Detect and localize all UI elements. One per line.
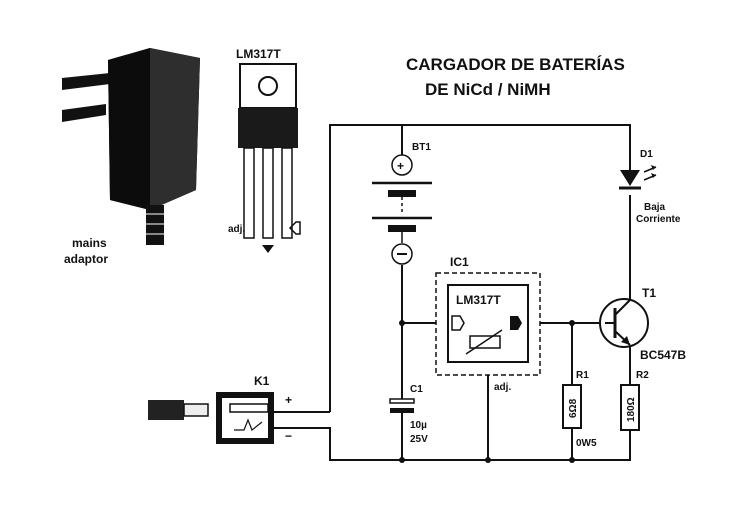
capacitor-icon xyxy=(389,398,415,413)
mains-adaptor-icon xyxy=(40,48,239,420)
battery-icon: + xyxy=(372,154,432,265)
bt1-label: BT1 xyxy=(412,142,431,153)
lm317t-adj-label: adj. xyxy=(228,224,245,235)
junction-dot xyxy=(485,457,491,463)
led-icon xyxy=(619,165,657,190)
dc-jack-icon xyxy=(216,392,274,444)
d1-note-1: Baja xyxy=(644,202,666,213)
r2-label: R2 xyxy=(636,370,649,381)
c1-label: C1 xyxy=(410,384,423,395)
resistor-icon xyxy=(562,384,582,429)
svg-text:+: + xyxy=(397,159,404,173)
ic1-label: IC1 xyxy=(450,255,469,269)
plus-label: + xyxy=(285,393,292,407)
t1-label: T1 xyxy=(642,286,656,300)
wire-top-rail xyxy=(329,124,631,412)
lm317t-package-icon xyxy=(238,63,298,239)
r1-power: 0W5 xyxy=(576,438,597,449)
resistor-icon xyxy=(620,384,640,431)
mains-label-1: mains xyxy=(72,236,107,250)
lm317t-package-label: LM317T xyxy=(236,47,281,61)
d1-note-2: Corriente xyxy=(636,214,681,225)
ground-arrow-icon xyxy=(262,245,274,253)
junction-dot xyxy=(399,320,405,326)
c1-value-2: 25V xyxy=(410,434,428,445)
output-arrow-icon xyxy=(288,221,301,235)
r2-value: 180Ω xyxy=(626,397,637,422)
r1-label: R1 xyxy=(576,370,589,381)
mains-label-2: adaptor xyxy=(64,252,108,266)
junction-dot xyxy=(569,320,575,326)
k1-label: K1 xyxy=(254,374,270,388)
ic1-part-label: LM317T xyxy=(456,293,501,307)
title-line-1: CARGADOR DE BATERÍAS xyxy=(406,55,625,74)
minus-label: − xyxy=(285,429,292,443)
d1-label: D1 xyxy=(640,149,653,160)
wire-bottom-rail xyxy=(274,427,631,461)
title-line-2: DE NiCd / NiMH xyxy=(425,80,551,99)
ic1-adj-label: adj. xyxy=(494,382,511,393)
junction-dot xyxy=(399,457,405,463)
transistor-icon xyxy=(599,298,649,348)
r1-value: 6Ω8 xyxy=(568,398,579,418)
ic1-regulator-icon xyxy=(435,272,541,376)
c1-value-1: 10µ xyxy=(410,420,427,431)
t1-part-label: BC547B xyxy=(640,348,686,362)
junction-dot xyxy=(569,457,575,463)
